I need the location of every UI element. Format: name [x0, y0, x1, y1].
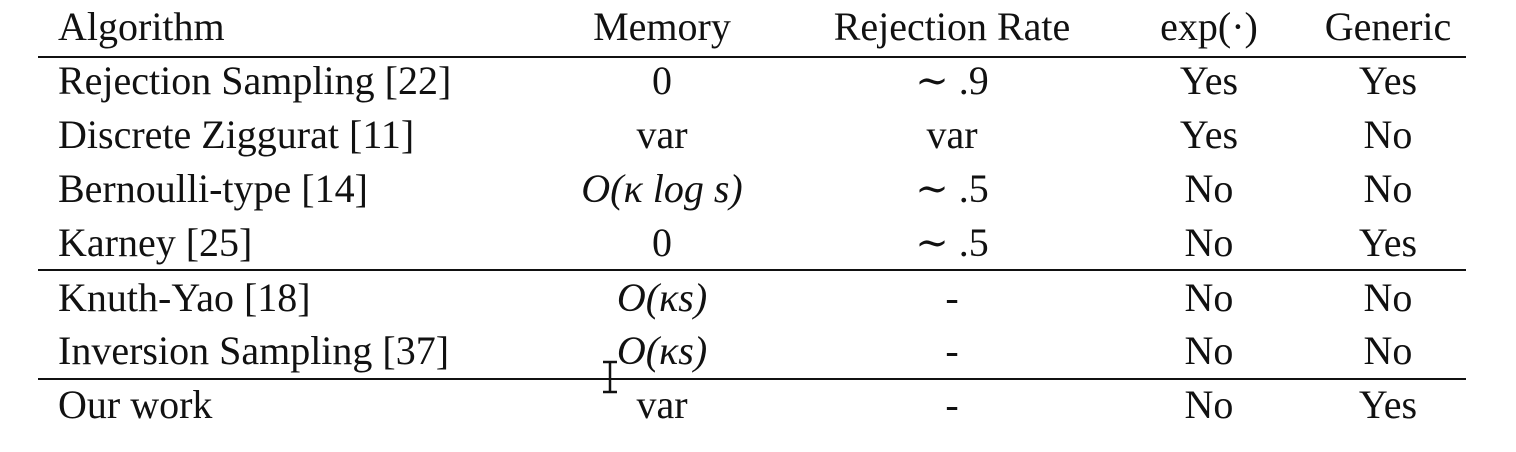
cell-algorithm: Bernoulli-type [14]	[58, 166, 368, 211]
cell-exp: No	[1184, 275, 1234, 320]
section-rule	[38, 269, 1466, 271]
cell-memory: O(κ log s)	[581, 166, 743, 211]
cell-exp: Yes	[1179, 112, 1239, 157]
cell-rejection-rate: ∼ .5	[915, 220, 989, 265]
cell-generic: No	[1363, 328, 1413, 373]
cell-exp: Yes	[1179, 58, 1239, 103]
cell-algorithm: Inversion Sampling [37]	[58, 328, 450, 373]
cell-rejection-rate: -	[945, 275, 959, 320]
cell-memory: var	[636, 382, 688, 427]
cell-generic: No	[1363, 112, 1413, 157]
header-memory: Memory	[593, 4, 731, 49]
header-exp: exp(·)	[1160, 4, 1258, 49]
cell-memory: 0	[652, 220, 672, 265]
cell-generic: Yes	[1358, 58, 1418, 103]
cell-algorithm: Discrete Ziggurat [11]	[58, 112, 415, 157]
table-row: Our work var - No Yes	[0, 378, 1516, 432]
table-row: Inversion Sampling [37] O(κs) - No No	[0, 324, 1516, 378]
table-row: Rejection Sampling [22] 0 ∼ .9 Yes Yes	[0, 54, 1516, 108]
cell-exp: No	[1184, 328, 1234, 373]
table-row: Bernoulli-type [14] O(κ log s) ∼ .5 No N…	[0, 162, 1516, 216]
cell-algorithm: Our work	[58, 382, 213, 427]
cell-rejection-rate: ∼ .5	[915, 166, 989, 211]
cell-rejection-rate: var	[926, 112, 978, 157]
cell-exp: No	[1184, 166, 1234, 211]
cell-generic: No	[1363, 166, 1413, 211]
cell-memory: O(κs)	[616, 328, 708, 373]
header-generic: Generic	[1324, 4, 1452, 49]
cell-algorithm: Knuth-Yao [18]	[58, 275, 311, 320]
table-header-row: Algorithm Memory Rejection Rate exp(·) G…	[0, 0, 1516, 54]
cell-memory: O(κs)	[616, 275, 708, 320]
cell-memory: 0	[652, 58, 672, 103]
section-rule	[38, 378, 1466, 380]
header-rejection-rate: Rejection Rate	[833, 4, 1071, 49]
cell-rejection-rate: -	[945, 328, 959, 373]
cell-generic: Yes	[1358, 220, 1418, 265]
header-algorithm: Algorithm	[58, 4, 225, 49]
cell-algorithm: Rejection Sampling [22]	[58, 58, 452, 103]
cell-generic: No	[1363, 275, 1413, 320]
table-row: Knuth-Yao [18] O(κs) - No No	[0, 271, 1516, 325]
table-row: Karney [25] 0 ∼ .5 No Yes	[0, 216, 1516, 270]
cell-rejection-rate: -	[945, 382, 959, 427]
cell-memory: var	[636, 112, 688, 157]
cell-algorithm: Karney [25]	[58, 220, 253, 265]
cell-rejection-rate: ∼ .9	[915, 58, 989, 103]
header-rule	[38, 56, 1466, 58]
table-row: Discrete Ziggurat [11] var var Yes No	[0, 108, 1516, 162]
cell-exp: No	[1184, 382, 1234, 427]
cell-exp: No	[1184, 220, 1234, 265]
cell-generic: Yes	[1358, 382, 1418, 427]
text-cursor-icon	[603, 360, 617, 394]
